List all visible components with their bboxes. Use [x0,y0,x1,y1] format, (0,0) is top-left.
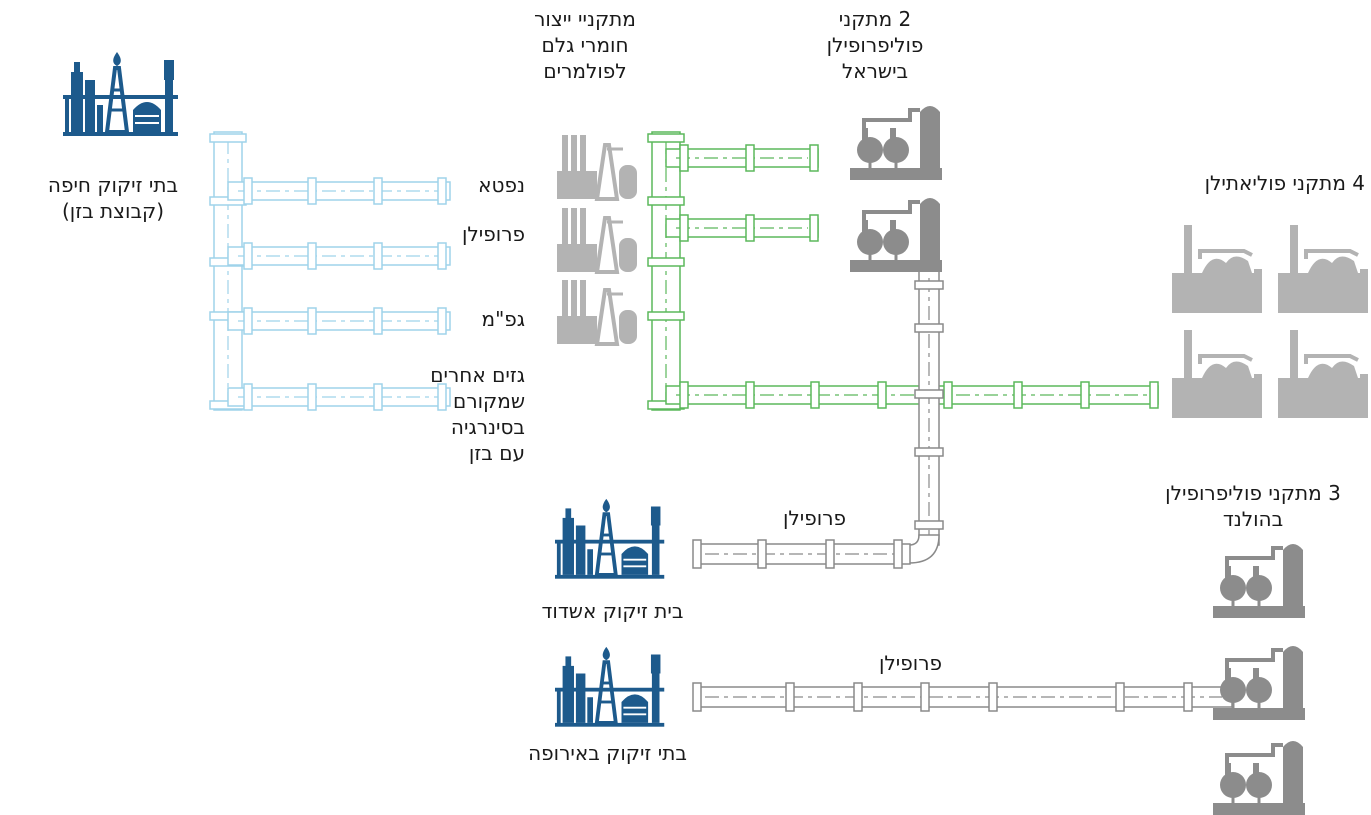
polyethylene-plant-icon-1 [1172,225,1262,313]
pp-israel-line-1: 2 מתקני [838,7,912,31]
refinery-icon-ashdod [555,498,665,579]
monomer-plants-line-3: לפולמרים [543,59,627,83]
other-gases-line-4: עם בזן [468,441,525,465]
label-pp-israel: 2 מתקני פוליפרופילן בישראל [800,6,950,84]
blue-pipe-propylene [227,242,451,270]
factory-icon-propylene [557,208,637,274]
label-europe-refineries: בתי זיקוק באירופה [528,741,687,765]
label-other-gases: גזים אחרים שמקורם בסינרגיה עם בזן [430,362,525,466]
label-propylene-feed: פרופילן [461,222,525,246]
gray-pipe-europe [692,682,1233,712]
gray-pipe-ashdod [692,539,911,569]
green-pipe-pp-1 [665,144,819,172]
gray-pipe-vertical [914,269,944,546]
other-gases-line-1: גזים אחרים [430,363,525,387]
haifa-refineries-title: בתי זיקוק חיפה [47,173,179,197]
polypropylene-plant-icon-israel-2 [850,198,942,272]
green-pipe-pp-2 [665,214,819,242]
label-propylene-ashdod: פרופילן [782,506,846,530]
blue-pipe-naphtha [227,177,451,205]
label-ashdod-refinery: בית זיקוק אשדוד [541,599,684,623]
polypropylene-plant-icon-israel-1 [850,106,942,180]
pp-israel-line-3: בישראל [841,59,909,83]
label-naphtha: נפטא [478,173,525,197]
green-manifold-vertical [647,131,685,411]
label-propylene-europe: פרופילן [878,651,942,675]
other-gases-line-3: בסינרגיה [450,415,525,439]
label-haifa-refineries: בתי זיקוק חיפה (קבוצת בזן) [8,172,218,224]
polyethylene-plant-icon-4 [1278,330,1368,418]
refinery-icon-haifa [63,52,178,136]
label-pp-netherlands: 3 מתקני פוליפרופילן בהולנד [1135,480,1371,532]
refinery-icon-europe [555,646,665,727]
factory-icon-lpg [557,280,637,346]
label-pe-plants: 4 מתקני פוליאתילן [1204,171,1365,195]
other-gases-line-2: שמקורם [453,389,525,413]
label-lpg: גפ"מ [481,307,525,331]
green-pipe-pe [665,381,1159,409]
monomer-plants-line-2: חומרי גלם [541,33,629,57]
gray-pipe-elbow [908,534,940,564]
polypropylene-plant-icon-nl-1 [1213,544,1305,618]
polypropylene-plant-icon-nl-2 [1213,646,1305,720]
polypropylene-plant-icon-nl-3 [1213,741,1305,815]
bazan-group-subtitle: (קבוצת בזן) [61,199,165,223]
pp-israel-line-2: פוליפרופילן [826,33,924,57]
polyethylene-plant-icon-2 [1278,225,1368,313]
factory-icon-naphtha [557,135,637,201]
blue-pipe-lpg [227,307,451,335]
pp-netherlands-line-1: 3 מתקני פוליפרופילן [1165,481,1341,505]
blue-pipe-other-gases [227,383,451,411]
monomer-plants-line-1: מתקניי ייצור [534,7,636,31]
pp-netherlands-line-2: בהולנד [1222,507,1284,531]
label-monomer-plants: מתקניי ייצור חומרי גלם לפולמרים [510,6,660,84]
polyethylene-plant-icon-3 [1172,330,1262,418]
